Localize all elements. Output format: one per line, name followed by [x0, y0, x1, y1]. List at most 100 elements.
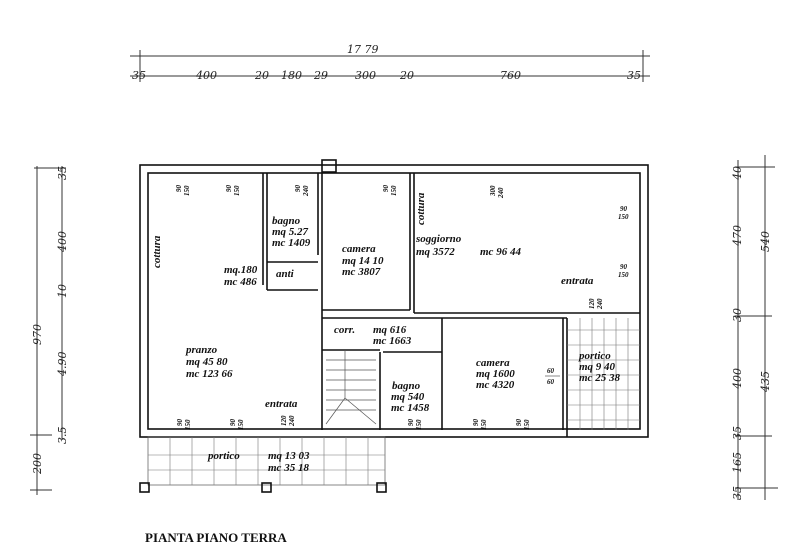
window-height: 150 — [184, 419, 192, 430]
dim-right: 165 — [731, 452, 744, 473]
dim-left-extra: 200 — [31, 453, 44, 475]
bagno1-mq: mq 5.27 — [272, 226, 309, 238]
portico-bottom-name: portico — [207, 450, 240, 462]
window-width: 90 — [225, 185, 233, 193]
dim-right: 400 — [731, 368, 744, 390]
dim-right-total: 540 — [759, 231, 772, 252]
portico-bottom-mc: mc 35 18 — [268, 462, 309, 474]
top-dimensions: 17 79 35 400 20 180 29 300 20 760 35 — [130, 43, 650, 82]
corr-mq: mq 616 — [373, 324, 407, 336]
camera2-name: camera — [476, 357, 510, 369]
dim-left-total: 970 — [31, 324, 44, 345]
window-height: 150 — [390, 185, 398, 196]
window-height: 150 — [523, 419, 531, 430]
camera1-name: camera — [342, 243, 376, 255]
soggiorno-mc: mc 96 44 — [480, 246, 521, 258]
window-width: 90 — [294, 185, 302, 193]
soggiorno-mq: mq 3572 — [416, 246, 455, 258]
window-width: 60 — [547, 367, 555, 375]
window-width: 90 — [175, 185, 183, 193]
dim-top: 35 — [627, 69, 641, 82]
dim-right: 35 — [731, 426, 744, 440]
dim-left: 4.90 — [56, 352, 69, 378]
left-dimensions: 970 200 35 400 10 4.90 3.5 — [30, 166, 69, 495]
dim-left: 400 — [56, 231, 69, 253]
pranzo-name: pranzo — [185, 344, 218, 356]
window-width: 90 — [620, 263, 628, 271]
camera1-mc: mc 3807 — [342, 266, 381, 278]
dim-right: 40 — [731, 166, 744, 181]
bagno2-mc: mc 1458 — [391, 402, 430, 414]
camera1-mq: mq 14 10 — [342, 255, 384, 267]
window-height: 240 — [596, 298, 604, 310]
right-dimensions: 40 470 30 400 35 165 35 540 435 — [731, 155, 778, 500]
bagno2-name: bagno — [392, 380, 421, 392]
window-height: 240 — [302, 185, 310, 197]
bagno1-mc: mc 1409 — [272, 237, 311, 249]
entrata-right: entrata — [561, 275, 594, 287]
window-width: 90 — [229, 419, 237, 427]
camera2-mc: mc 4320 — [476, 379, 515, 391]
window-width: 90 — [407, 419, 415, 427]
portico-bottom — [139, 436, 387, 493]
dim-left: 35 — [56, 166, 69, 180]
staircase — [325, 350, 377, 425]
window-height: 60 — [547, 378, 555, 386]
walls — [139, 159, 649, 438]
window-width: 90 — [515, 419, 523, 427]
portico-bottom-mq: mq 13 03 — [268, 450, 310, 462]
label-cottura: cottura — [415, 192, 427, 225]
pranzo-mq: mq 45 80 — [186, 356, 228, 368]
dim-right-total: 435 — [759, 371, 772, 393]
label-cottura: cottura — [151, 235, 163, 268]
dim-right: 30 — [731, 308, 744, 322]
window-height: 150 — [237, 419, 245, 430]
window-width: 90 — [620, 205, 628, 213]
window-height: 150 — [618, 213, 629, 221]
window-height: 150 — [618, 271, 629, 279]
soggiorno-name: soggiorno — [415, 233, 462, 245]
camera2-mq: mq 1600 — [476, 368, 515, 380]
entrata-left: entrata — [265, 398, 298, 410]
window-height: 150 — [183, 185, 191, 196]
corr-mc: mc 1663 — [373, 335, 412, 347]
window-height: 150 — [233, 185, 241, 196]
window-height: 240 — [497, 187, 505, 199]
plan-title: PIANTA PIANO TERRA — [145, 530, 287, 545]
portico-right-mq: mq 9 40 — [579, 361, 616, 373]
anti-mc: mc 486 — [224, 276, 257, 288]
portico-right-mc: mc 25 38 — [579, 372, 620, 384]
window-height: 150 — [480, 419, 488, 430]
dim-total-width: 17 79 — [347, 43, 379, 56]
dim-top: 29 — [313, 69, 328, 82]
dim-top: 20 — [399, 69, 414, 82]
dim-top: 760 — [500, 69, 521, 82]
dim-top: 20 — [254, 69, 269, 82]
room-labels: cottura cottura bagno mq 5.27 mc 1409 an… — [151, 192, 620, 474]
window-width: 90 — [382, 185, 390, 193]
window-height: 240 — [288, 415, 296, 427]
dim-right: 35 — [731, 486, 744, 500]
corr-name: corr. — [334, 324, 355, 336]
window-width: 120 — [280, 415, 288, 426]
portico-right — [567, 318, 640, 430]
bagno2-mq: mq 540 — [391, 391, 425, 403]
pranzo-mc: mc 123 66 — [186, 368, 233, 380]
dim-left: 3.5 — [56, 427, 69, 445]
anti-name: anti — [276, 268, 295, 280]
dim-left: 10 — [56, 284, 69, 298]
window-height: 150 — [415, 419, 423, 430]
dim-top: 35 — [132, 69, 146, 82]
window-width: 90 — [176, 419, 184, 427]
portico-right-name: portico — [578, 350, 611, 362]
window-width: 120 — [588, 298, 596, 309]
bagno1-name: bagno — [272, 215, 301, 227]
dim-top: 300 — [355, 69, 376, 82]
window-width: 300 — [489, 185, 497, 197]
window-width: 90 — [472, 419, 480, 427]
dim-top: 180 — [281, 69, 302, 82]
anti-mq: mq.180 — [224, 264, 258, 276]
dim-right: 470 — [731, 225, 744, 247]
